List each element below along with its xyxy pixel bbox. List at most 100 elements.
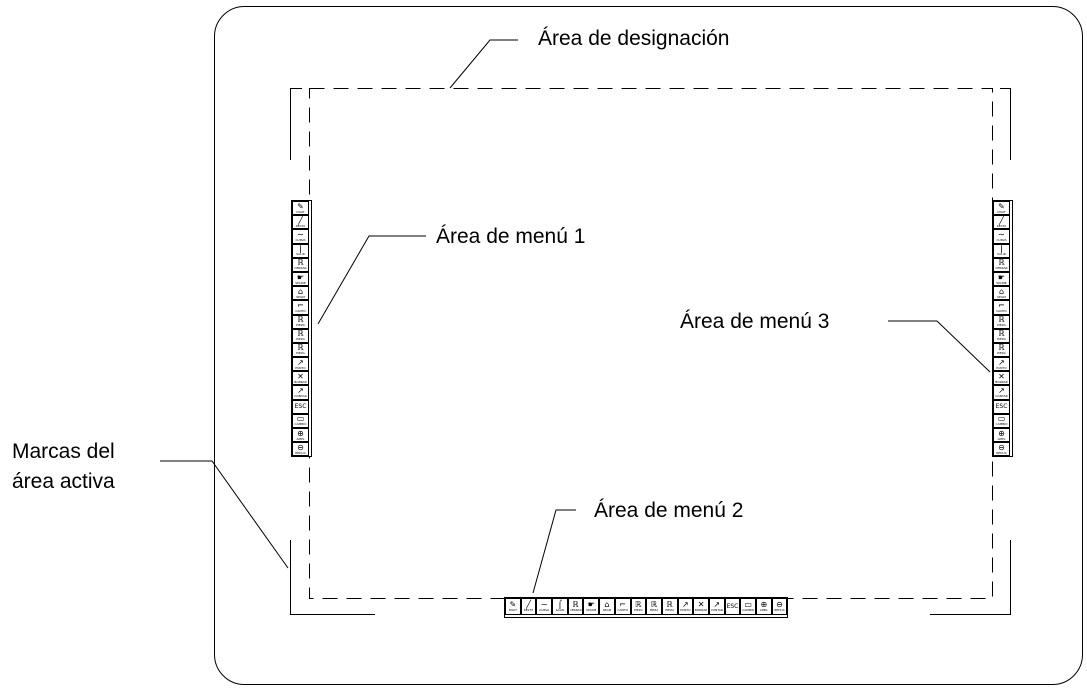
- menu-item-tag: CURVA: [996, 238, 1007, 242]
- menu-item-tag: DIGIT: [508, 609, 517, 612]
- corner-mark-bottom-right: [930, 540, 1011, 615]
- corner-mark-top-left: [290, 88, 302, 160]
- menu-item-tag: PUNTO: [680, 609, 691, 612]
- menu-item-arrow: ↗PUNTO: [292, 357, 309, 372]
- shape-icon: ℝ: [572, 600, 579, 609]
- curve-icon: ∼: [297, 229, 304, 239]
- zoom-out-icon: ⊖: [297, 442, 304, 452]
- menu-item-tag: SEGM: [296, 295, 305, 299]
- menu-item-tag: REDUC: [295, 451, 306, 455]
- menu-item-arrow: ↗PUNTO: [677, 598, 694, 615]
- cross-icon: ✕: [697, 600, 705, 609]
- menu-item-house: ⌂SEGM: [993, 286, 1010, 301]
- menu-item-pointer: ↗CONTAR: [993, 385, 1010, 400]
- line-icon: ╱: [526, 600, 531, 609]
- zoom-in-icon: ⊕: [297, 428, 304, 438]
- menu-item-zoom-out: ⊖REDUC: [771, 598, 788, 615]
- corner-icon: ⌐: [619, 600, 626, 609]
- menu-item-tag: CERRAR: [995, 267, 1008, 271]
- menu-item-tag: BORRAR: [694, 609, 708, 612]
- pointer-icon: ↗: [713, 600, 721, 609]
- menu-item-tag: REDUC: [996, 451, 1007, 455]
- menu-item-zoom-out: ⊖REDUC: [292, 442, 309, 457]
- curve-icon: ∼: [998, 229, 1005, 239]
- menu-item-tag: CONTAR: [995, 395, 1008, 399]
- menu-item-tag: CANTO: [996, 309, 1007, 313]
- label-active-marks-line1: Marcas del: [12, 440, 115, 463]
- pointer-icon: ↗: [297, 386, 304, 396]
- menu-item-tag: CONTAR: [710, 609, 723, 612]
- menu-item-curve: ∼CURVA: [292, 229, 309, 244]
- menu-item-hand: ☛SPLINE: [993, 271, 1010, 287]
- hand-icon: ☛: [296, 272, 305, 282]
- menu-item-pointer: ↗CONTAR: [292, 385, 309, 400]
- label-active-marks-line2: área activa: [12, 470, 115, 493]
- menu-item-tag: SEGM: [602, 609, 612, 612]
- menu-item-corner: ⌐CANTO: [292, 300, 309, 315]
- piece-c-icon: ℝ: [666, 600, 673, 609]
- menu-item-screen: ▭CAMBIO: [993, 413, 1010, 428]
- label-menu-area-3: Área de menú 3: [680, 310, 830, 333]
- cross-icon: ✕: [998, 371, 1005, 381]
- menu-item-tag: RECTA: [523, 609, 534, 612]
- piece-a-icon: ℝ: [635, 600, 642, 609]
- menu-item-esc: ESC: [724, 598, 741, 615]
- active-area-marks: [290, 88, 1011, 615]
- menu-item-curve: ∼CURVA: [536, 598, 553, 615]
- leader-menu-3: [888, 320, 991, 373]
- menu-item-zoom-out: ⊖REDUC: [993, 442, 1010, 457]
- shape-icon: ℝ: [297, 258, 304, 268]
- zoom-in-icon: ⊕: [998, 428, 1005, 438]
- label-menu-area-2: Área de menú 2: [594, 499, 744, 522]
- menu-item-screen: ▭CAMBIO: [740, 598, 756, 615]
- menu-item-tag: CAMBIO: [294, 423, 307, 427]
- zoom-out-icon: ⊖: [776, 600, 783, 609]
- menu-item-tag: PIEZA: [997, 324, 1006, 328]
- menu-item-tag: SPLINE: [996, 281, 1007, 285]
- screen-icon: ▭: [997, 414, 1006, 424]
- screen-icon: ▭: [296, 414, 305, 424]
- corner-icon: ⌐: [998, 300, 1005, 310]
- menu-item-esc: ESC: [292, 399, 309, 414]
- screen-icon: ▭: [744, 600, 752, 609]
- leader-menu-1: [317, 235, 426, 325]
- hand-icon: ☛: [587, 600, 595, 609]
- bracket-icon: ⌠: [999, 244, 1004, 254]
- menu-item-tag: SPLINE: [295, 281, 306, 285]
- leader-lines: [160, 39, 991, 594]
- menu-item-hand: ☛SPLINE: [583, 598, 600, 615]
- menu-item-tag: PUNTO: [996, 366, 1007, 370]
- piece-c-icon: ℝ: [297, 343, 304, 353]
- esc-icon: ESC: [995, 402, 1008, 410]
- corner-icon: ⌐: [297, 300, 304, 310]
- menu-item-screen: ▭CAMBIO: [292, 413, 309, 428]
- line-icon: ╱: [999, 215, 1004, 225]
- hand-icon: ☛: [997, 272, 1006, 282]
- menu-item-hand: ☛SPLINE: [292, 271, 309, 287]
- menu-item-tag: CAMBIO: [742, 609, 755, 612]
- menu-item-house: ⌂SEGM: [599, 598, 615, 615]
- arrow-icon: ↗: [682, 600, 689, 609]
- menu-item-bracket: ⌠SALIR: [292, 243, 309, 258]
- line-icon: ╱: [298, 215, 303, 225]
- menu-item-tag: CONTAR: [294, 395, 307, 399]
- menu-item-pen: ✎DIGIT: [505, 598, 521, 615]
- menu-item-tag: CERRAR: [569, 609, 582, 612]
- menu-item-line: ╱RECTA: [292, 215, 309, 230]
- menu-item-tag: SEGM: [997, 295, 1006, 299]
- zoom-in-icon: ⊕: [760, 600, 768, 609]
- menu-item-tag: SALIR: [555, 609, 565, 612]
- piece-a-icon: ℝ: [297, 315, 304, 325]
- pen-icon: ✎: [509, 600, 517, 609]
- menu-item-tag: DIGIT: [296, 210, 305, 214]
